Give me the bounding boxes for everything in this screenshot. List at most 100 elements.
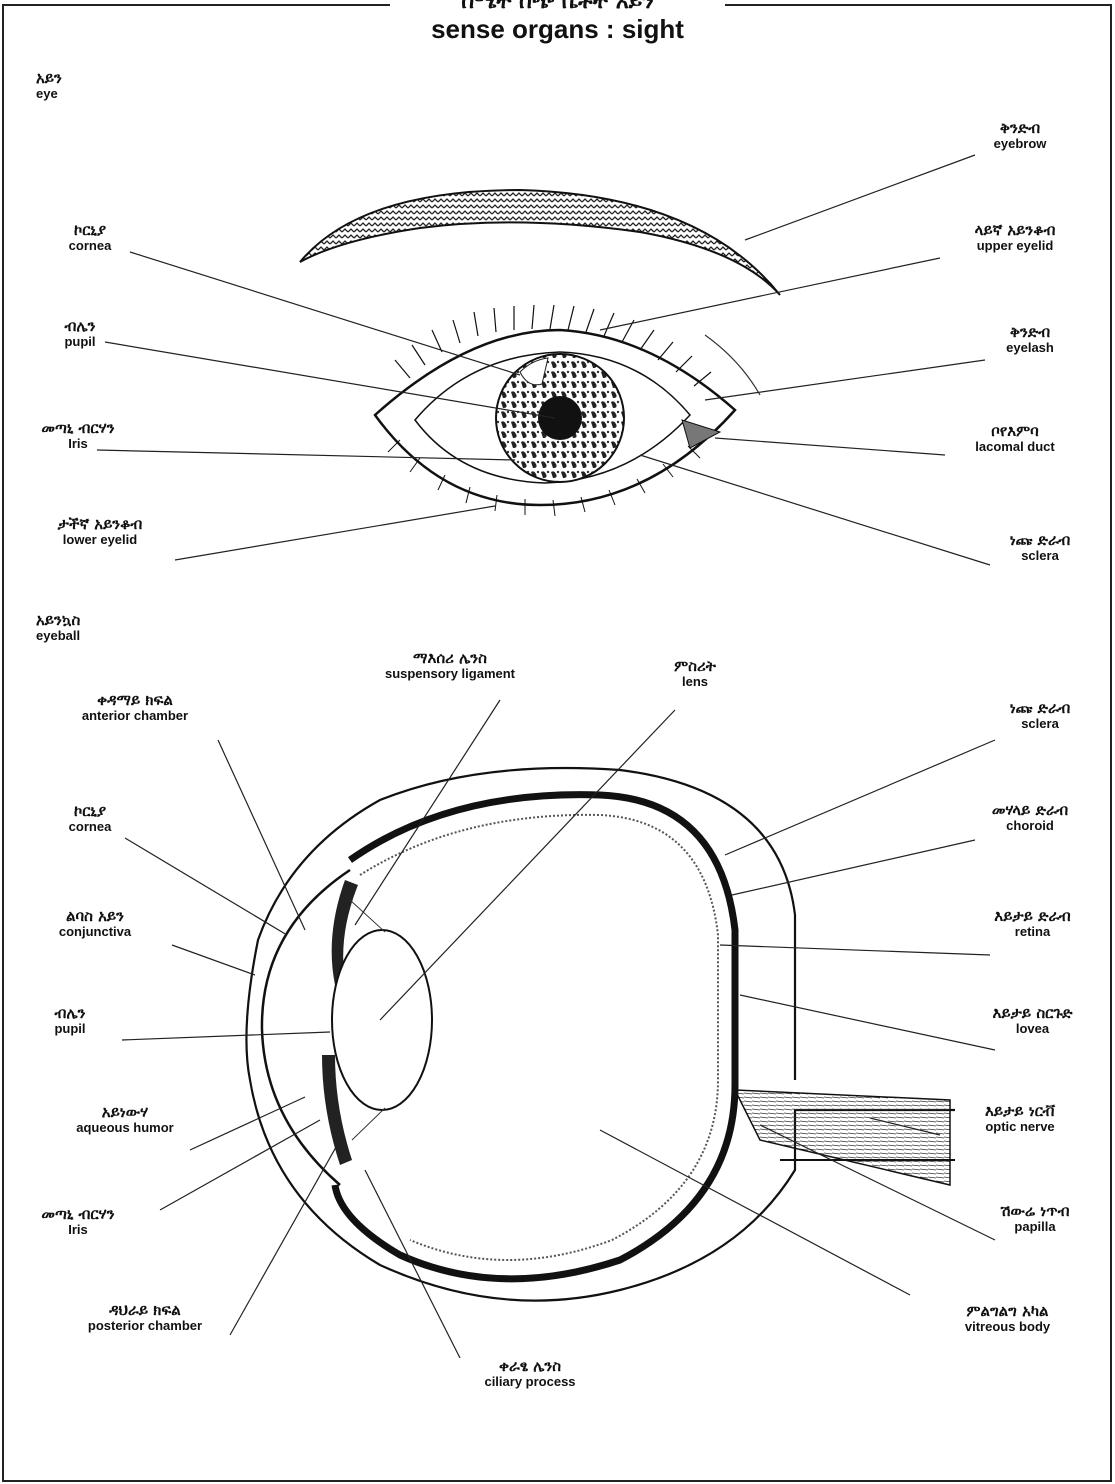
label-cornea-eye: ኮርኒያ cornea xyxy=(40,222,140,253)
label-vitreous-body-en: vitreous body xyxy=(920,1320,1095,1334)
section-eyeball: አይንኳስ eyeball xyxy=(36,612,80,643)
label-posterior-chamber-am: ዳህራይ ክፍል xyxy=(60,1302,230,1319)
label-fovea-am: እይታይ ስርጉድ xyxy=(970,1005,1095,1022)
label-iris-eye: መጣኒ ብርሃን Iris xyxy=(18,420,138,451)
label-optic-nerve-am: እይታይ ነርቭ xyxy=(945,1103,1095,1120)
external-eye-drawing xyxy=(300,190,780,516)
section-eye-en: eye xyxy=(36,87,62,101)
label-eyelash: ቅንድብ eyelash xyxy=(970,324,1090,355)
label-lower-eyelid-en: lower eyelid xyxy=(25,533,175,547)
label-anterior-chamber-en: anterior chamber xyxy=(55,709,215,723)
label-lower-eyelid-am: ታችኛ አይንቆብ xyxy=(25,516,175,533)
label-suspensory-ligament-am: ማእሰሪ ሌንስ xyxy=(350,650,550,667)
label-eyebrow: ቅንድብ eyebrow xyxy=(960,120,1080,151)
section-eyeball-en: eyeball xyxy=(36,629,80,643)
label-choroid: መሃላይ ድራብ choroid xyxy=(970,802,1090,833)
label-sclera-eye-en: sclera xyxy=(985,549,1095,563)
label-pupil-eye-am: ብሌን xyxy=(40,318,120,335)
leader-conjunctiva xyxy=(172,945,255,975)
label-iris-ball-en: Iris xyxy=(18,1223,138,1237)
label-optic-nerve: እይታይ ነርቭ optic nerve xyxy=(945,1103,1095,1134)
label-ciliary-process: ቀራፄ ሌንስ ciliary process xyxy=(450,1358,610,1389)
label-retina: እይታይ ድራብ retina xyxy=(970,908,1095,939)
label-lens-en: lens xyxy=(650,675,740,689)
label-retina-am: እይታይ ድራብ xyxy=(970,908,1095,925)
leader-lower-eyelid xyxy=(175,506,495,560)
label-conjunctiva-am: ልባስ አይን xyxy=(35,908,155,925)
leader-lacomal-duct xyxy=(715,438,945,455)
label-papilla-am: ሽውሬ ነጥብ xyxy=(975,1203,1095,1220)
label-iris-eye-en: Iris xyxy=(18,437,138,451)
label-lacomal-duct-en: lacomal duct xyxy=(945,440,1085,454)
section-eye-am: አይን xyxy=(36,70,62,87)
label-fovea: እይታይ ስርጉድ lovea xyxy=(970,1005,1095,1036)
label-ciliary-process-am: ቀራፄ ሌንስ xyxy=(450,1358,610,1375)
label-aqueous-humor-am: አይነውሃ xyxy=(50,1104,200,1121)
leader-upper-eyelid xyxy=(600,258,940,330)
section-eyeball-am: አይንኳስ xyxy=(36,612,80,629)
upper-lid-crease xyxy=(705,335,760,395)
label-choroid-en: choroid xyxy=(970,819,1090,833)
label-sclera-ball: ነጩ ድራብ sclera xyxy=(990,700,1090,731)
label-pupil-eye: ብሌን pupil xyxy=(40,318,120,349)
label-pupil-ball: ብሌን pupil xyxy=(30,1005,110,1036)
label-papilla-en: papilla xyxy=(975,1220,1095,1234)
section-eye: አይን eye xyxy=(36,70,62,101)
label-eyelash-en: eyelash xyxy=(970,341,1090,355)
label-lacomal-duct-am: ቦየእምባ xyxy=(945,423,1085,440)
pupil-shape xyxy=(538,396,582,440)
label-papilla: ሽውሬ ነጥብ papilla xyxy=(975,1203,1095,1234)
label-retina-en: retina xyxy=(970,925,1095,939)
label-upper-eyelid-en: upper eyelid xyxy=(935,239,1095,253)
eyeball-cross-section xyxy=(246,768,955,1301)
label-lens: ምስሪት lens xyxy=(650,658,740,689)
label-lens-am: ምስሪት xyxy=(650,658,740,675)
label-conjunctiva-en: conjunctiva xyxy=(35,925,155,939)
label-cornea-ball-en: cornea xyxy=(40,820,140,834)
label-cornea-eye-en: cornea xyxy=(40,239,140,253)
label-fovea-en: lovea xyxy=(970,1022,1095,1036)
leader-sclera-eye xyxy=(640,455,990,565)
label-pupil-ball-en: pupil xyxy=(30,1022,110,1036)
label-cornea-ball-am: ኮርኒያ xyxy=(40,803,140,820)
label-eyebrow-en: eyebrow xyxy=(960,137,1080,151)
eyebrow-shape xyxy=(300,190,780,295)
label-eyelash-am: ቅንድብ xyxy=(970,324,1090,341)
label-vitreous-body: ምልግልግ አካል vitreous body xyxy=(920,1303,1095,1334)
label-optic-nerve-en: optic nerve xyxy=(945,1120,1095,1134)
label-choroid-am: መሃላይ ድራብ xyxy=(970,802,1090,819)
label-suspensory-ligament: ማእሰሪ ሌንስ suspensory ligament xyxy=(350,650,550,681)
label-eyebrow-am: ቅንድብ xyxy=(960,120,1080,137)
label-suspensory-ligament-en: suspensory ligament xyxy=(350,667,550,681)
label-sclera-eye: ነጩ ድራብ sclera xyxy=(985,532,1095,563)
label-cornea-ball: ኮርኒያ cornea xyxy=(40,803,140,834)
label-iris-ball-am: መጣኒ ብርሃን xyxy=(18,1206,138,1223)
label-aqueous-humor: አይነውሃ aqueous humor xyxy=(50,1104,200,1135)
label-lacomal-duct: ቦየእምባ lacomal duct xyxy=(945,423,1085,454)
title-amharic: ስሜት ሰጭ ቤቶች አይን xyxy=(0,0,1115,14)
label-lower-eyelid: ታችኛ አይንቆብ lower eyelid xyxy=(25,516,175,547)
label-anterior-chamber: ቀዳማይ ክፍል anterior chamber xyxy=(55,692,215,723)
label-cornea-eye-am: ኮርኒያ xyxy=(40,222,140,239)
label-pupil-ball-am: ብሌን xyxy=(30,1005,110,1022)
label-sclera-eye-am: ነጩ ድራብ xyxy=(985,532,1095,549)
faded-footer-text xyxy=(150,1410,970,1470)
label-sclera-ball-am: ነጩ ድራብ xyxy=(990,700,1090,717)
label-upper-eyelid-am: ላይኛ አይንቆብ xyxy=(935,222,1095,239)
title-english: sense organs : sight xyxy=(0,14,1115,45)
label-upper-eyelid: ላይኛ አይንቆብ upper eyelid xyxy=(935,222,1095,253)
label-posterior-chamber-en: posterior chamber xyxy=(60,1319,230,1333)
label-sclera-ball-en: sclera xyxy=(990,717,1090,731)
leader-eyelash xyxy=(705,360,985,400)
label-iris-eye-am: መጣኒ ብርሃን xyxy=(18,420,138,437)
leader-sclera-ball xyxy=(725,740,995,855)
label-aqueous-humor-en: aqueous humor xyxy=(50,1121,200,1135)
label-ciliary-process-en: ciliary process xyxy=(450,1375,610,1389)
label-pupil-eye-en: pupil xyxy=(40,335,120,349)
label-anterior-chamber-am: ቀዳማይ ክፍል xyxy=(55,692,215,709)
label-iris-ball: መጣኒ ብርሃን Iris xyxy=(18,1206,138,1237)
label-vitreous-body-am: ምልግልግ አካል xyxy=(920,1303,1095,1320)
lens-shape xyxy=(332,930,432,1110)
label-posterior-chamber: ዳህራይ ክፍል posterior chamber xyxy=(60,1302,230,1333)
label-conjunctiva: ልባስ አይን conjunctiva xyxy=(35,908,155,939)
